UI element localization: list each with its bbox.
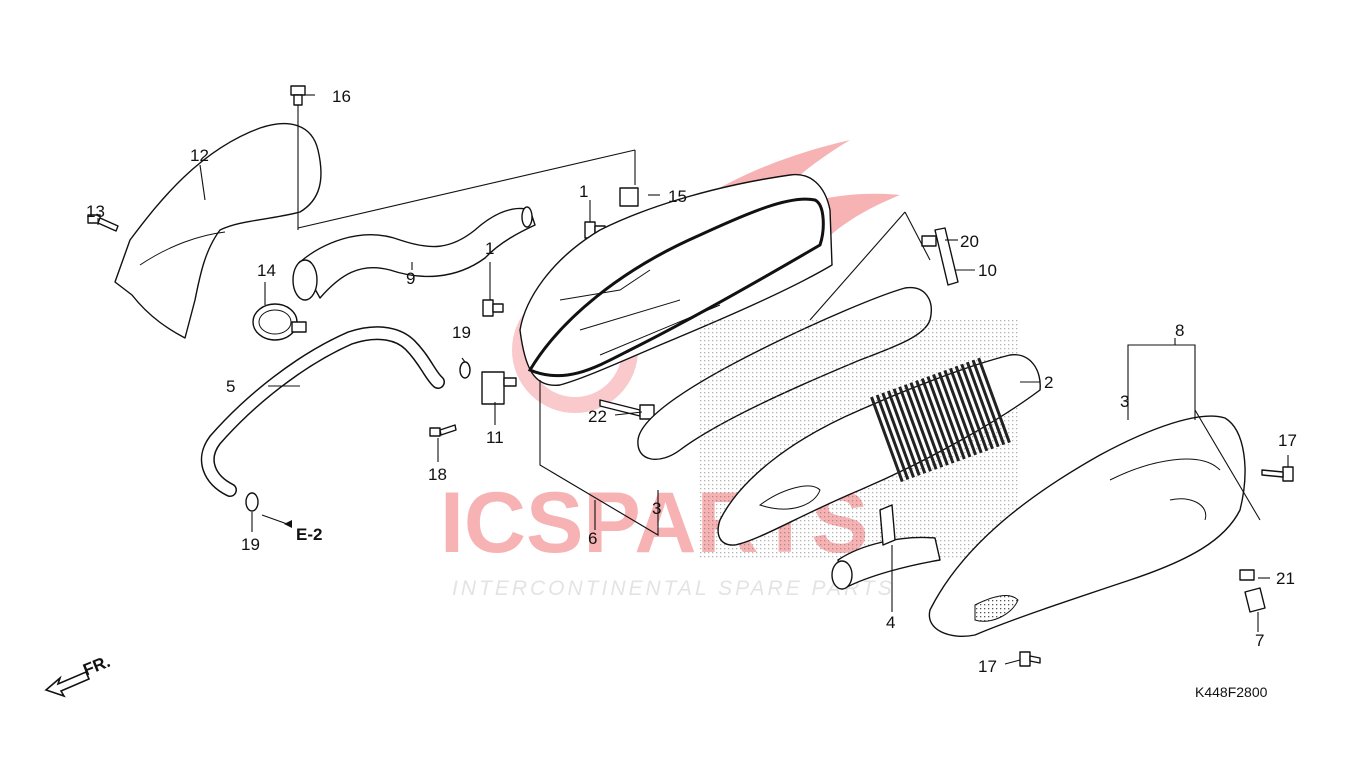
leader-lines (97, 94, 1289, 665)
callout-4: 4 (886, 613, 895, 632)
screw-17-upper (1261, 466, 1294, 482)
bolt-22 (599, 399, 655, 420)
callout-1-upper: 1 (579, 182, 588, 201)
callout-3-lower: 3 (652, 499, 661, 518)
callout-17-upper: 17 (1278, 431, 1297, 450)
callout-15: 15 (668, 187, 687, 206)
callout-12: 12 (190, 146, 209, 165)
hose-clip-upper (459, 361, 471, 379)
front-arrow-icon (44, 670, 91, 698)
callout-14: 14 (257, 261, 276, 280)
diagram-code: K448F2800 (1195, 684, 1268, 700)
intake-tube-4 (831, 504, 941, 590)
callout-1-lower: 1 (485, 239, 494, 258)
callout-8: 8 (1175, 321, 1184, 340)
clip-21 (1239, 569, 1255, 581)
callouts: 1 1 2 3 3 4 5 6 7 8 9 10 11 12 13 14 15 … (86, 87, 1297, 676)
callout-19-lower: 19 (241, 535, 260, 554)
callout-3-cover: 3 (1120, 392, 1129, 411)
callout-16: 16 (332, 87, 351, 106)
air-filter-element (717, 354, 1041, 546)
air-valve-11 (481, 371, 517, 405)
reference-arrow-icon (284, 520, 292, 528)
callout-10: 10 (978, 261, 997, 280)
screw-18 (429, 424, 457, 437)
reference-e2: E-2 (284, 520, 322, 544)
reference-label: E-2 (296, 525, 322, 544)
callout-11: 11 (486, 428, 504, 447)
callout-19-upper: 19 (452, 323, 471, 342)
screw-17-lower (1019, 651, 1041, 667)
callout-5: 5 (226, 377, 235, 396)
callout-20: 20 (960, 232, 979, 251)
clamp-band (252, 303, 307, 341)
connecting-tube (292, 206, 536, 301)
drain-plug-7 (1244, 587, 1266, 613)
callout-9: 9 (406, 269, 415, 288)
bolt-1-lower (482, 299, 504, 317)
intake-duct-cover (114, 123, 322, 339)
tube-10 (934, 227, 959, 286)
callout-13: 13 (86, 202, 105, 221)
drain-hose (200, 326, 445, 497)
callout-18: 18 (428, 465, 447, 484)
callout-6: 6 (588, 529, 597, 548)
front-direction: FR. (44, 652, 113, 698)
front-label: FR. (80, 652, 113, 680)
watermark-tagline: INTERCONTINENTAL SPARE PARTS (452, 577, 895, 600)
bolt-13 (87, 214, 119, 232)
screw-20 (921, 235, 937, 247)
bolt-16 (290, 85, 306, 230)
callout-21: 21 (1276, 569, 1295, 588)
hose-clip-lower (245, 492, 259, 512)
callout-2: 2 (1044, 373, 1053, 392)
callout-22: 22 (588, 407, 607, 426)
air-cleaner-cover (928, 415, 1246, 637)
nut-15 (619, 187, 639, 207)
callout-7: 7 (1255, 631, 1264, 650)
callout-17-lower: 17 (978, 657, 997, 676)
air-cleaner-case (519, 173, 833, 386)
